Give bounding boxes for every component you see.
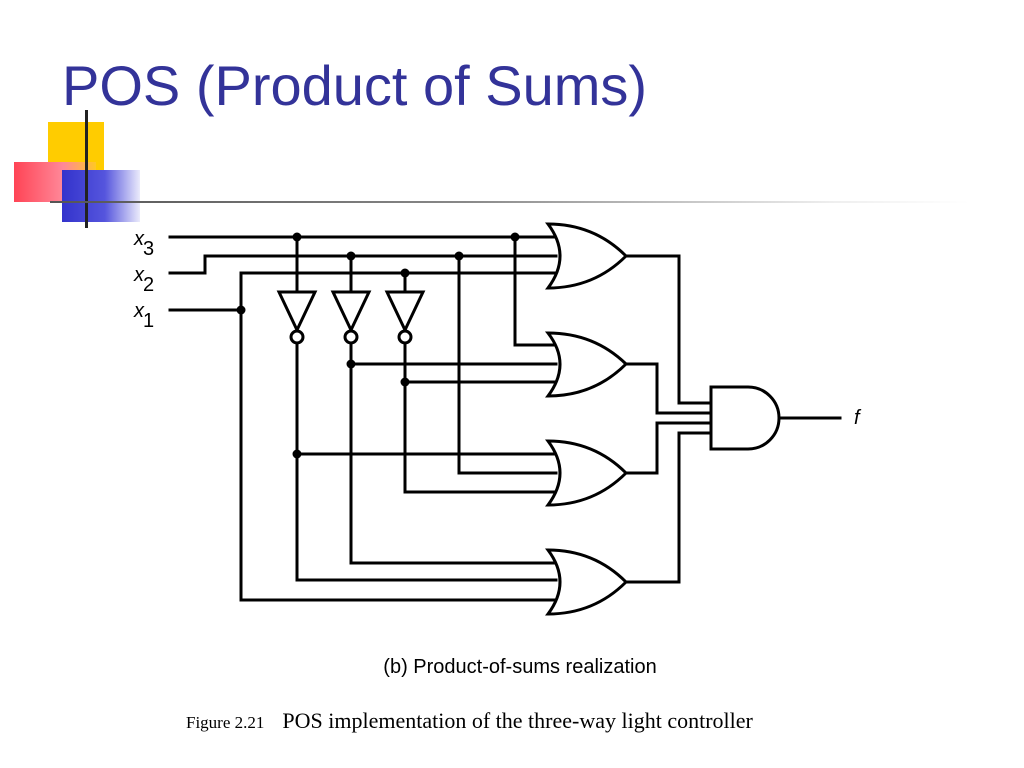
wire-x2 bbox=[168, 254, 558, 275]
diagram-caption: (b) Product-of-sums realization bbox=[383, 656, 657, 678]
input-x2-subscript: 2 bbox=[143, 274, 154, 296]
figure-number: Figure 2.21 bbox=[186, 713, 265, 732]
input-x2-letter: x bbox=[133, 264, 145, 286]
input-x1-subscript: 1 bbox=[143, 310, 154, 332]
inverter-x3-bubble bbox=[289, 329, 305, 345]
or3-out bbox=[624, 421, 713, 475]
input-x1-letter: x bbox=[133, 300, 145, 322]
figure-caption: Figure 2.21 POS implementation of the th… bbox=[186, 708, 753, 734]
x1n-wire bbox=[403, 342, 558, 494]
or2-out bbox=[624, 362, 713, 415]
or4-out bbox=[624, 431, 713, 584]
or-gate-4 bbox=[545, 548, 629, 616]
decor-blue-square bbox=[62, 170, 140, 222]
inverter-x1 bbox=[384, 290, 426, 334]
and-gate bbox=[709, 385, 781, 451]
or-gate-3 bbox=[545, 439, 629, 507]
output-f-label: f bbox=[854, 407, 862, 429]
inverter-x2-bubble bbox=[343, 329, 359, 345]
title-underline bbox=[50, 201, 970, 203]
or-gate-1 bbox=[545, 222, 629, 290]
input-x3-subscript: 3 bbox=[143, 238, 154, 260]
x2n-wire bbox=[349, 342, 558, 565]
decor-vertical-line bbox=[85, 110, 88, 228]
x3n-wire bbox=[295, 342, 558, 582]
tap-x3-or2 bbox=[513, 235, 558, 347]
page-title: POS (Product of Sums) bbox=[62, 54, 648, 117]
inverter-x3 bbox=[276, 290, 318, 334]
junction-dots bbox=[236, 232, 520, 459]
or1-out bbox=[624, 254, 713, 405]
input-x3-letter: x bbox=[133, 228, 145, 250]
inverter-x2 bbox=[330, 290, 372, 334]
inverter-x1-bubble bbox=[397, 329, 413, 345]
or-gate-2 bbox=[544, 331, 629, 398]
tap-x2-or3 bbox=[457, 254, 558, 475]
figure-text: POS implementation of the three-way ligh… bbox=[282, 708, 753, 733]
